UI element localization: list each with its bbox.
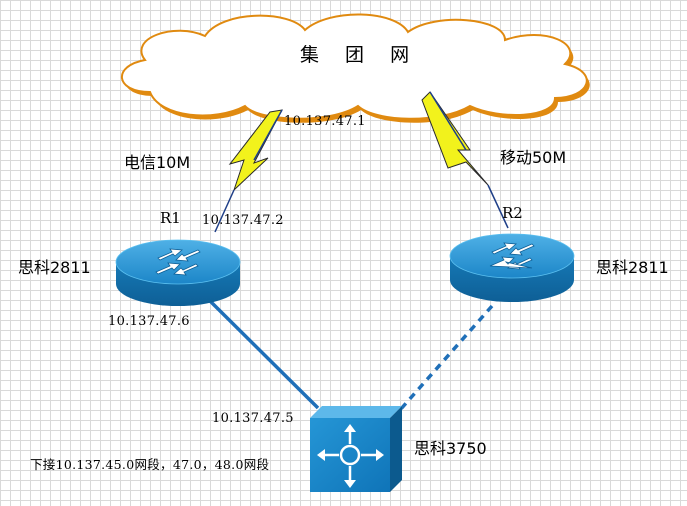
switch-ip-label: 10.137.47.5 xyxy=(212,411,294,426)
cloud-group-network xyxy=(121,13,590,123)
switch-subnet-note: 下接10.137.45.0网段，47.0，48.0网段 xyxy=(30,457,270,472)
r1-lan-ip-label: 10.137.47.6 xyxy=(108,314,190,329)
cloud-label: 集 团 网 xyxy=(300,44,420,66)
switch-model-label: 思科3750 xyxy=(414,439,487,458)
switch-3750-icon xyxy=(310,406,402,492)
link-r2-switch-backup xyxy=(398,304,494,412)
r1-wan-ip-label: 10.137.47.2 xyxy=(202,213,284,228)
r2-name-label: R2 xyxy=(502,204,523,222)
telecom-link-label: 电信10M xyxy=(124,153,191,172)
mobile-link-label: 移动50M xyxy=(500,148,567,167)
router-r1-icon xyxy=(115,239,241,306)
lightning-link-mobile xyxy=(421,91,509,229)
link-r1-switch xyxy=(203,294,320,410)
cloud xyxy=(121,13,588,120)
router-r2-icon xyxy=(449,233,575,302)
r1-name-label: R1 xyxy=(160,209,181,227)
lightning-link-telecom xyxy=(214,109,283,233)
r2-model-label: 思科2811 xyxy=(596,258,669,277)
cloud-ip-label: 10.137.47.1 xyxy=(284,114,366,129)
r1-model-label: 思科2811 xyxy=(18,258,91,277)
